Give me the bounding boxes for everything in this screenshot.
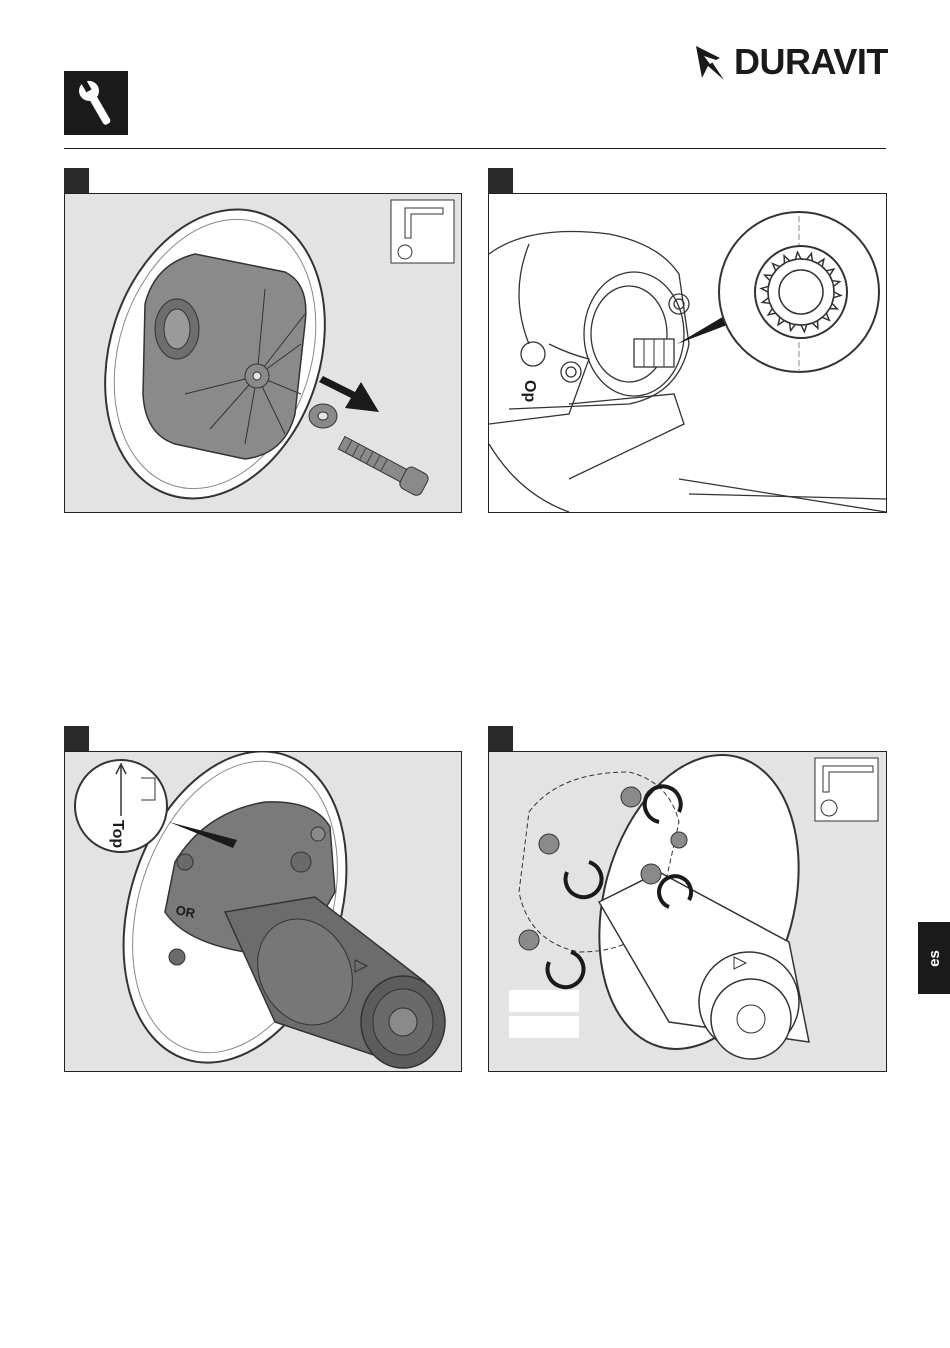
top-label: Top	[109, 820, 126, 848]
step-3-panel: Top OR	[64, 751, 462, 1072]
step-4-panel	[488, 751, 887, 1072]
step-1-panel	[64, 193, 462, 513]
header-divider	[64, 148, 886, 149]
language-tab[interactable]: es	[918, 922, 950, 994]
step-2-badge	[488, 168, 513, 193]
step-4-illustration	[489, 752, 886, 1071]
spline-detail-callout	[719, 212, 879, 372]
step-1-illustration	[65, 194, 461, 512]
brand-name: DURAVIT	[734, 40, 888, 84]
step-2-panel: Op	[488, 193, 887, 513]
top-marking-callout: Top	[75, 760, 167, 852]
step-3-illustration: Top OR	[65, 752, 461, 1071]
step-1-hex-key-icon	[391, 200, 454, 263]
valve-marking-op: Op	[521, 380, 538, 402]
language-tab-label: es	[926, 950, 943, 967]
step-2-illustration: Op	[489, 194, 886, 512]
step-4-badge	[488, 726, 513, 751]
step-3-badge	[64, 726, 89, 751]
step-4-hex-key-icon	[815, 758, 878, 821]
brand-logo: DURAVIT	[694, 40, 889, 84]
wrench-icon	[64, 71, 128, 135]
step-1-badge	[64, 168, 89, 193]
